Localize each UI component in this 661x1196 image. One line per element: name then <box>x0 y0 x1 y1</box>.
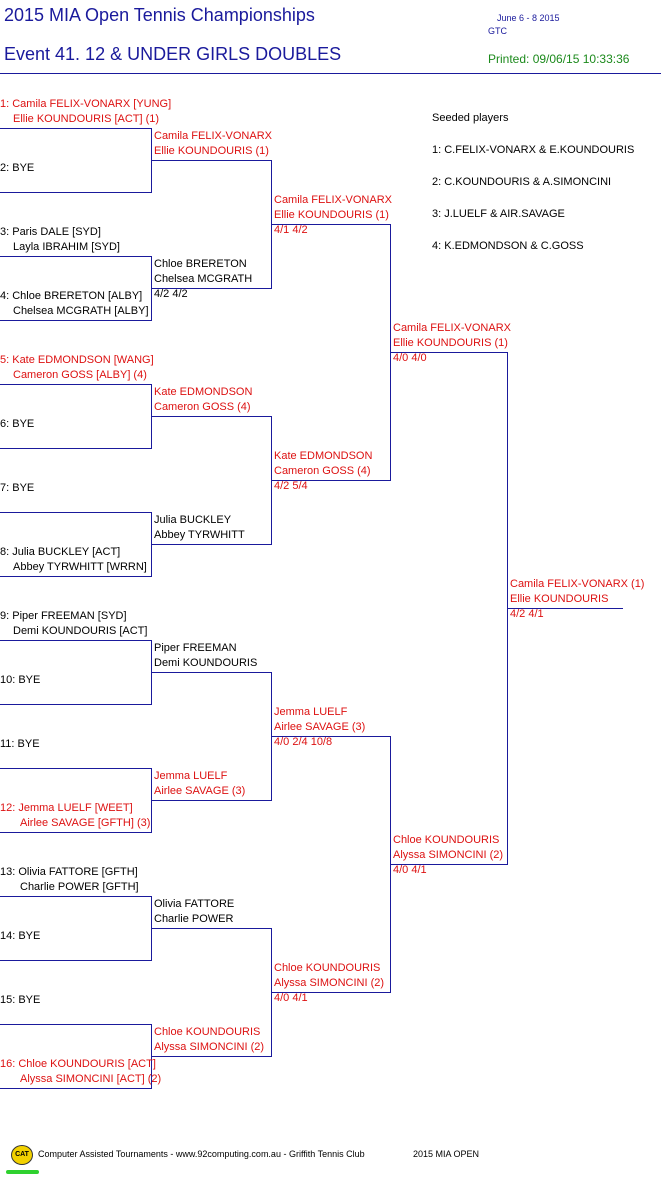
printed-timestamp: Printed: 09/06/15 10:33:36 <box>488 52 630 66</box>
r3-match-1-player2: Ellie KOUNDOURIS (1) <box>274 209 389 221</box>
r2-match-6-player1: Jemma LUELF <box>154 770 228 782</box>
entry-13-player1: 13: Olivia FATTORE [GFTH] <box>0 866 138 878</box>
event-dates: June 6 - 8 2015 <box>497 13 560 23</box>
entry-14-player1: 14: BYE <box>0 930 41 942</box>
r3-match-3-score: 4/0 2/4 10/8 <box>274 736 333 748</box>
r2-match-7-player2: Charlie POWER <box>154 913 234 925</box>
seed-item-3: 3: J.LUELF & AIR.SAVAGE <box>432 208 565 220</box>
r3-match-4-player1: Chloe KOUNDOURIS <box>274 962 381 974</box>
final-score: 4/2 4/1 <box>510 608 544 620</box>
entry-15-player1: 15: BYE <box>0 994 41 1006</box>
entry-6-player1: 6: BYE <box>0 418 35 430</box>
r2-match-8-player2: Alyssa SIMONCINI (2) <box>154 1041 265 1053</box>
entry-8-player2: Abbey TYRWHITT [WRRN] <box>13 561 147 573</box>
r2-match-2-score: 4/2 4/2 <box>154 288 188 300</box>
r4-match-2-player1: Chloe KOUNDOURIS <box>393 834 500 846</box>
r3-match-2-player1: Kate EDMONDSON <box>274 450 373 462</box>
entry-4-player1: 4: Chloe BRERETON [ALBY] <box>0 290 143 302</box>
entry-3-player1: 3: Paris DALE [SYD] <box>0 226 101 238</box>
seed-item-2: 2: C.KOUNDOURIS & A.SIMONCINI <box>432 176 612 188</box>
seeded-players-heading: Seeded players <box>432 112 509 124</box>
r3-match-3-player1: Jemma LUELF <box>274 706 348 718</box>
r2-match-5-player1: Piper FREEMAN <box>154 642 237 654</box>
entry-7-player1: 7: BYE <box>0 482 35 494</box>
entry-16-player1: 16: Chloe KOUNDOURIS [ACT] <box>0 1058 156 1070</box>
r4-match-1-player1: Camila FELIX-VONARX <box>393 322 511 334</box>
entry-13-player2: Charlie POWER [GFTH] <box>20 881 139 893</box>
r2-match-4-player2: Abbey TYRWHITT <box>154 529 245 541</box>
r4-match-1-player2: Ellie KOUNDOURIS (1) <box>393 337 508 349</box>
r3-match-2-player2: Cameron GOSS (4) <box>274 465 371 477</box>
cat-logo-underline <box>6 1170 39 1174</box>
entry-12-player1: 12: Jemma LUELF [WEET] <box>0 802 133 814</box>
r2-match-6-player2: Airlee SAVAGE (3) <box>154 785 246 797</box>
entry-1-player2: Ellie KOUNDOURIS [ACT] (1) <box>13 113 160 125</box>
r2-match-2-player2: Chelsea MCGRATH <box>154 273 253 285</box>
r3-match-4-player2: Alyssa SIMONCINI (2) <box>274 977 385 989</box>
r3-match-2-score: 4/2 5/4 <box>274 480 308 492</box>
entry-9-player2: Demi KOUNDOURIS [ACT] <box>13 625 148 637</box>
entry-5-player1: 5: Kate EDMONDSON [WANG] <box>0 354 154 366</box>
entry-5-player2: Cameron GOSS [ALBY] (4) <box>13 369 147 381</box>
seed-item-4: 4: K.EDMONDSON & C.GOSS <box>432 240 584 252</box>
r2-match-2-player1: Chloe BRERETON <box>154 258 247 270</box>
tournament-title: 2015 MIA Open Tennis Championships <box>4 5 315 25</box>
final-player1: Camila FELIX-VONARX (1) <box>510 578 645 590</box>
r4-match-2-score: 4/0 4/1 <box>393 864 427 876</box>
seed-item-1: 1: C.FELIX-VONARX & E.KOUNDOURIS <box>432 144 635 156</box>
r2-match-3-player2: Cameron GOSS (4) <box>154 401 251 413</box>
r2-match-7-player1: Olivia FATTORE <box>154 898 235 910</box>
footer-event: 2015 MIA OPEN <box>413 1149 480 1159</box>
r2-match-1-player2: Ellie KOUNDOURIS (1) <box>154 145 269 157</box>
entry-9-player1: 9: Piper FREEMAN [SYD] <box>0 610 127 622</box>
r3-match-3-player2: Airlee SAVAGE (3) <box>274 721 366 733</box>
r3-match-1-score: 4/1 4/2 <box>274 224 308 236</box>
r2-match-8-player1: Chloe KOUNDOURIS <box>154 1026 261 1038</box>
cat-logo: CAT <box>11 1145 33 1165</box>
r2-match-1-player1: Camila FELIX-VONARX <box>154 130 272 142</box>
r4-match-1-score: 4/0 4/0 <box>393 352 427 364</box>
entry-1-player1: 1: Camila FELIX-VONARX [YUNG] <box>0 98 172 110</box>
entry-3-player2: Layla IBRAHIM [SYD] <box>13 241 120 253</box>
entry-4-player2: Chelsea MCGRATH [ALBY] <box>13 305 149 317</box>
event-title: Event 41. 12 & UNDER GIRLS DOUBLES <box>4 44 342 64</box>
event-venue: GTC <box>488 26 507 36</box>
entry-11-player1: 11: BYE <box>0 738 40 750</box>
entry-10-player1: 10: BYE <box>0 674 41 686</box>
header-divider <box>0 73 661 74</box>
final-player2: Ellie KOUNDOURIS <box>510 593 609 605</box>
footer-credit: Computer Assisted Tournaments - www.92co… <box>38 1149 365 1159</box>
entry-12-player2: Airlee SAVAGE [GFTH] (3) <box>20 817 151 829</box>
entry-2-player1: 2: BYE <box>0 162 35 174</box>
r2-match-5-player2: Demi KOUNDOURIS <box>154 657 258 669</box>
r4-match-2-player2: Alyssa SIMONCINI (2) <box>393 849 504 861</box>
r3-match-1-player1: Camila FELIX-VONARX <box>274 194 392 206</box>
entry-8-player1: 8: Julia BUCKLEY [ACT] <box>0 546 121 558</box>
r3-match-4-score: 4/0 4/1 <box>274 992 308 1004</box>
entry-16-player2: Alyssa SIMONCINI [ACT] (2) <box>20 1073 162 1085</box>
r2-match-4-player1: Julia BUCKLEY <box>154 514 232 526</box>
r2-match-3-player1: Kate EDMONDSON <box>154 386 253 398</box>
